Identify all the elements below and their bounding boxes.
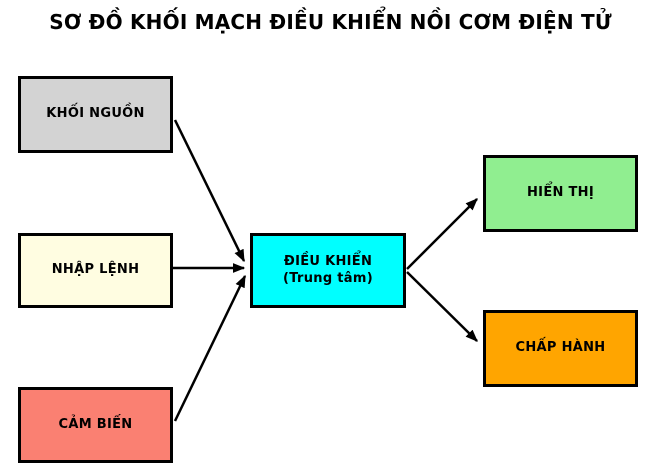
arrow-dieu-khien-to-hien-thi xyxy=(406,198,478,270)
arrow-cam-bien-to-dieu-khien xyxy=(173,274,247,422)
block-khoi-nguon-label: KHỐI NGUỒN xyxy=(46,106,145,122)
arrow-dieu-khien-to-chap-hanh xyxy=(406,271,478,342)
block-nhap-lenh-label: NHẬP LỆNH xyxy=(51,262,140,278)
block-cam-bien-label: CẢM BIẾN xyxy=(58,416,133,432)
block-dieu-khien-sublabel: (Trung tâm) xyxy=(283,270,373,286)
block-cam-bien: CẢM BIẾN xyxy=(18,387,173,463)
block-chap-hanh-label: CHẤP HÀNH xyxy=(515,340,606,356)
block-dieu-khien: ĐIỀU KHIỂN (Trung tâm) xyxy=(250,233,406,308)
block-nhap-lenh: NHẬP LỆNH xyxy=(18,233,173,308)
diagram-title: SƠ ĐỒ KHỐI MẠCH ĐIỀU KHIỂN NỒI CƠM ĐIỆN … xyxy=(49,10,612,34)
block-chap-hanh: CHẤP HÀNH xyxy=(483,310,638,387)
block-hien-thi: HIỂN THỊ xyxy=(483,155,638,232)
arrow-khoi-nguon-to-dieu-khien xyxy=(173,119,246,263)
block-hien-thi-label: HIỂN THỊ xyxy=(527,185,594,201)
block-dieu-khien-label: ĐIỀU KHIỂN xyxy=(283,253,373,269)
block-khoi-nguon: KHỐI NGUỒN xyxy=(18,76,173,153)
